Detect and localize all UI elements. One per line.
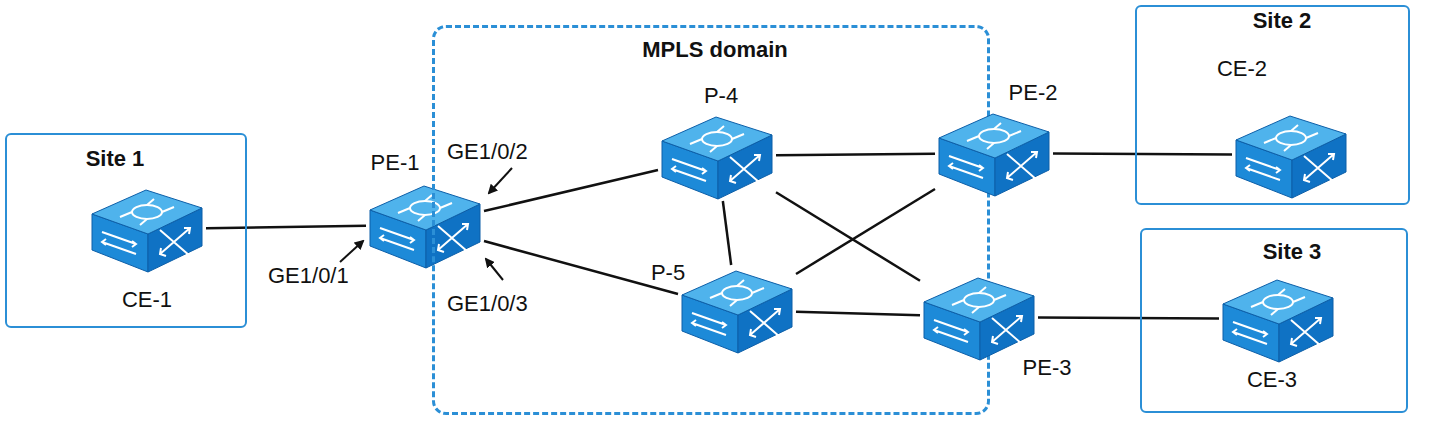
group-title: Site 3 — [1263, 240, 1322, 264]
icon-glyph — [1291, 318, 1321, 346]
switch-icon — [658, 111, 776, 201]
switch-icon — [935, 108, 1053, 198]
icon-glyph — [964, 293, 994, 307]
site-box: Site 2 CE-2 — [1135, 5, 1410, 205]
icon-glyph — [438, 224, 468, 252]
icon-glyph — [722, 286, 752, 300]
icon-glyph — [1304, 154, 1334, 182]
switch-node: P-4 — [658, 111, 776, 201]
switch-icon — [1232, 110, 1350, 200]
icon-glyph — [730, 155, 760, 183]
switch-node: PE-1 — [366, 180, 484, 270]
icon-glyph — [672, 159, 706, 181]
device-name: P-5 — [651, 261, 685, 285]
leader-arrow — [489, 168, 512, 193]
leader-arrow — [340, 241, 363, 262]
group-title: Site 1 — [86, 147, 145, 171]
switch-node: CE-3 — [1219, 274, 1337, 364]
link-line — [796, 312, 920, 316]
icon-glyph — [1276, 131, 1306, 145]
icon-glyph — [120, 199, 174, 225]
device-name: CE-2 — [1217, 57, 1267, 81]
icon-glyph — [979, 129, 1009, 143]
site-box: Site 3 CE-3 — [1140, 228, 1408, 413]
link-line — [1053, 153, 1232, 154]
icon-glyph — [1264, 125, 1318, 151]
interface-label: GE1/0/1 — [268, 264, 349, 288]
device-name: PE-1 — [371, 151, 420, 175]
icon-glyph — [380, 228, 414, 250]
interface-label: GE1/0/3 — [447, 292, 528, 316]
switch-icon — [1219, 274, 1337, 364]
icon-glyph — [398, 195, 452, 221]
icon-glyph — [102, 232, 136, 254]
icon-glyph — [690, 126, 744, 152]
interface-label: GE1/0/2 — [447, 140, 528, 164]
device-name: PE-3 — [1023, 356, 1072, 380]
icon-glyph — [132, 205, 162, 219]
icon-glyph — [1246, 158, 1280, 180]
link-line — [484, 241, 678, 294]
switch-icon — [366, 180, 484, 270]
icon-glyph — [1233, 322, 1267, 344]
link-line — [1038, 317, 1219, 318]
link-line — [723, 201, 731, 265]
switch-icon — [88, 184, 206, 274]
device-name: P-4 — [704, 84, 738, 108]
switch-node: P-5 — [678, 265, 796, 355]
switch-node: CE-1 — [88, 184, 206, 274]
group-title: Site 2 — [1253, 9, 1312, 33]
icon-glyph — [750, 309, 780, 337]
switch-icon — [920, 272, 1038, 362]
icon-glyph — [1263, 295, 1293, 309]
icon-glyph — [410, 201, 440, 215]
icon-glyph — [952, 287, 1006, 313]
icon-glyph — [992, 316, 1022, 344]
device-name: CE-3 — [1247, 368, 1297, 392]
icon-glyph — [967, 123, 1021, 149]
icon-glyph — [1007, 152, 1037, 180]
link-line — [796, 189, 935, 274]
icon-glyph — [702, 132, 732, 146]
group-title: MPLS domain — [642, 38, 787, 62]
icon-glyph — [1251, 289, 1305, 315]
device-name: CE-1 — [122, 288, 172, 312]
icon-glyph — [949, 156, 983, 178]
domain-box: MPLS domainP-4P-5 — [432, 25, 990, 415]
icon-glyph — [710, 280, 764, 306]
link-line — [206, 226, 366, 228]
switch-node: PE-2 — [935, 108, 1053, 198]
link-line — [776, 192, 920, 280]
icon-glyph — [692, 313, 726, 335]
site-box: Site 1 CE-1 — [5, 133, 247, 328]
link-line — [776, 154, 935, 156]
device-name: PE-2 — [1009, 81, 1058, 105]
icon-glyph — [934, 320, 968, 342]
switch-node: CE-2 — [1232, 110, 1350, 200]
icon-glyph — [160, 228, 190, 256]
link-line — [484, 170, 658, 211]
leader-arrow — [486, 259, 503, 280]
switch-node: PE-3 — [920, 272, 1038, 362]
switch-icon — [678, 265, 796, 355]
